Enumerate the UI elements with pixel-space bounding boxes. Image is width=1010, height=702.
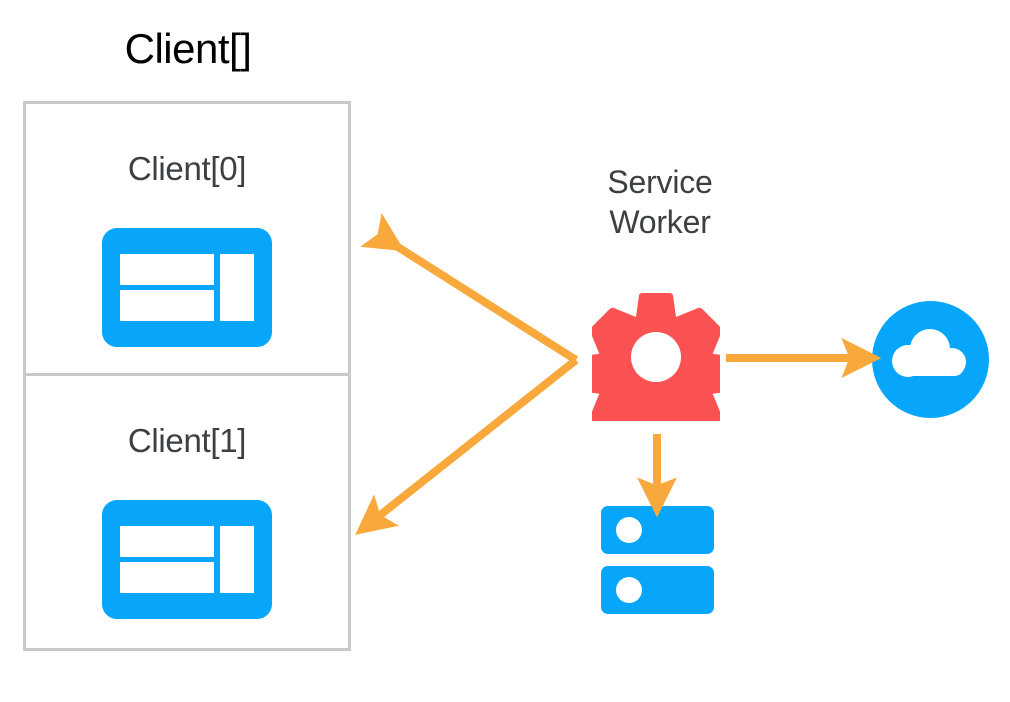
arrow-sw-to-client-1 bbox=[355, 356, 579, 535]
window-pane-top-left bbox=[120, 254, 214, 285]
clients-array-title: Client[] bbox=[124, 25, 252, 72]
service-worker-label: Service Worker bbox=[560, 162, 760, 243]
server-bar-top bbox=[601, 506, 714, 554]
window-pane-right bbox=[220, 254, 254, 321]
window-pane-top-left bbox=[120, 526, 214, 557]
client-cell-1[interactable]: Client[1] bbox=[26, 376, 348, 648]
client-cell-0[interactable]: Client[0] bbox=[26, 104, 348, 376]
server-indicator-dot bbox=[616, 577, 642, 603]
client-0-label: Client[0] bbox=[127, 150, 247, 187]
server-bar-bottom bbox=[601, 566, 714, 614]
client-1-label: Client[1] bbox=[127, 422, 247, 459]
server-storage-icon bbox=[601, 506, 714, 614]
window-pane-bottom-left bbox=[120, 562, 214, 593]
service-worker-label-line1: Service bbox=[607, 164, 713, 200]
cloud-icon bbox=[872, 301, 989, 418]
service-worker-label-line2: Worker bbox=[609, 204, 711, 241]
window-pane-right bbox=[220, 526, 254, 593]
clients-container: Client[0] Client[1] bbox=[23, 101, 351, 651]
browser-window-icon bbox=[102, 500, 272, 619]
arrow-sw-to-client-0 bbox=[360, 212, 579, 364]
server-indicator-dot bbox=[616, 517, 642, 543]
browser-window-icon bbox=[102, 228, 272, 347]
gear-icon bbox=[575, 292, 737, 455]
window-pane-bottom-left bbox=[120, 290, 214, 321]
